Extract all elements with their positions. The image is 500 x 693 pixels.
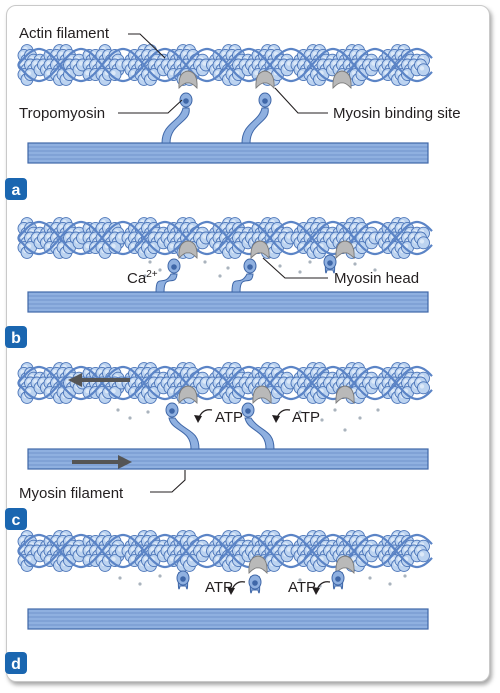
myosin-head [231,258,257,293]
myosin-binding-site [252,385,272,405]
atp-arrow-c2-head [272,415,280,423]
calcium-dot [353,262,357,266]
atp-label-c1: ATP [215,409,243,426]
calcium-dot [158,574,162,578]
svg-text:a: a [12,182,21,199]
calcium-dot [376,408,380,412]
actin-filament-d [17,530,433,572]
myosin-movement-arrow [72,455,132,469]
actin-filament-c [17,362,433,404]
tropomyosin-strand [17,220,433,256]
actin-filament-leader [128,33,166,59]
myosin-binding-site [332,70,352,90]
calcium-dot [320,418,324,422]
myosin-binding-site [178,385,198,405]
calcium-dot [278,264,282,268]
tropomyosin-strand [17,365,433,401]
panel-badge-b: b [5,326,27,348]
calcium-dot [143,274,147,278]
calcium-dot [118,576,122,580]
calcium-dot [148,260,152,264]
myosin-binding-site [335,240,355,260]
calcium-dot [138,582,142,586]
myosin-filament-b [27,291,429,313]
myosin-head [161,92,193,144]
actin-filament-label: Actin filament [19,25,110,42]
myosin-binding-site [248,555,268,575]
tropomyosin-strand [17,47,433,83]
atp-label-c2: ATP [292,409,320,426]
atp-label-d2: ATP [288,579,316,596]
calcium-dot [158,268,162,272]
tropomyosin-strand [17,533,433,569]
myosin-head [241,92,272,144]
tropomyosin-leader [118,99,183,114]
actin-movement-arrow [68,373,130,387]
calcium-dot [373,268,377,272]
svg-text:b: b [11,330,21,347]
myosin-filament-label: Myosin filament [19,485,124,502]
panel-badge-d: d [5,652,27,674]
myosin-head [241,402,275,450]
tropomyosin-strand [17,47,433,83]
myosin-filament-c [27,448,429,470]
calcium-dot [298,270,302,274]
myosin-binding-site [335,555,355,575]
svg-text:c: c [12,512,21,529]
calcium-dot [308,260,312,264]
myosin-head [165,402,200,450]
calcium-dot [343,428,347,432]
myosin-filament-d [27,608,429,630]
myosin-binding-site [250,240,270,260]
myosin-head [331,570,345,590]
calcium-dot [128,416,132,420]
svg-text:d: d [11,656,21,673]
myosin-head [155,258,181,293]
tropomyosin-strand [17,533,433,569]
myosin-head [323,254,337,274]
panel-badge-c: c [5,508,27,530]
atp-label-d1: ATP [205,579,233,596]
calcium-dot [146,410,150,414]
calcium-dot [358,416,362,420]
calcium-dot [368,576,372,580]
myosin-binding-site [255,70,275,90]
myosin-binding-site [335,385,355,405]
calcium-dot [403,574,407,578]
myosin-head-label: Myosin head [334,270,419,287]
calcium-dot [218,274,222,278]
myosin-head [176,570,190,590]
calcium-dot [226,266,230,270]
actin-filament-b [17,217,433,259]
myosin-head [248,574,262,594]
calcium-dot [116,408,120,412]
tropomyosin-strand [17,365,433,401]
tropomyosin-strand [17,220,433,256]
calcium-dot [203,260,207,264]
myosin-filament-a [27,142,429,164]
calcium-dot [388,582,392,586]
tropomyosin-label: Tropomyosin [19,105,105,122]
calcium-ion-label: Ca2+ [127,269,158,287]
atp-arrow-d1-head [227,587,235,595]
myosin-binding-site [178,240,198,260]
myosin-binding-site-leader [274,87,328,114]
calcium-dot [333,408,337,412]
figure-card [6,5,490,682]
actin-filament-a [17,44,433,86]
myosin-binding-site [178,70,198,90]
atp-arrow-c1-head [194,415,202,423]
myosin-head-leader [262,257,328,279]
calcium-dot [298,410,302,414]
myosin-filament-leader [150,470,186,493]
calcium-dot [298,578,302,582]
atp-arrow-d2-head [312,587,320,595]
panel-badge-a: a [5,178,27,200]
myosin-binding-site-label: Myosin binding site [333,105,461,122]
